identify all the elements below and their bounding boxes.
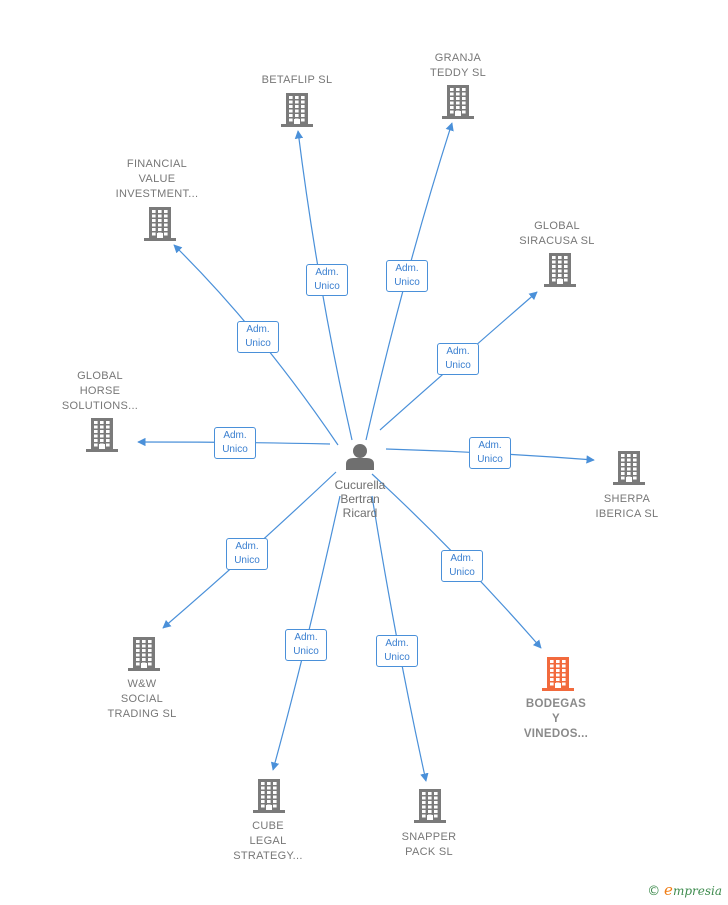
company-name-line: HORSE [79, 385, 121, 397]
person-name-line: Cucurella [334, 478, 386, 492]
company-name-line: BETAFLIP SL [261, 74, 333, 86]
edge-label-snapper-pack[interactable]: Adm. Unico [376, 635, 418, 667]
edge-label-granja-teddy[interactable]: Adm. Unico [386, 260, 428, 292]
edge-label-line: Unico [394, 277, 420, 288]
edge-label-bodegas[interactable]: Adm. Unico [441, 550, 483, 582]
building-icon-cube-legal[interactable] [253, 779, 285, 813]
company-name-line: IBERICA SL [595, 508, 659, 520]
company-label-betaflip[interactable]: BETAFLIP SL [227, 73, 367, 88]
company-label-snapper-pack[interactable]: SNAPPER PACK SL [359, 830, 499, 860]
edge-label-line: Adm. [385, 638, 409, 649]
edge-label-line: Adm. [450, 553, 474, 564]
edge-label-sherpa-iberica[interactable]: Adm. Unico [469, 437, 511, 469]
edge-label-line: Unico [314, 281, 340, 292]
company-label-ww-social[interactable]: W&W SOCIAL TRADING SL [72, 677, 212, 722]
company-name-line: GRANJA [434, 52, 482, 64]
edge-label-line: Unico [222, 444, 248, 455]
edge-label-cube-legal[interactable]: Adm. Unico [285, 629, 327, 661]
company-label-financial-value[interactable]: FINANCIAL VALUE INVESTMENT... [87, 157, 227, 202]
company-name-line: STRATEGY... [233, 850, 303, 862]
building-icon-financial-value[interactable] [144, 207, 176, 241]
company-name-line: Y [552, 713, 560, 725]
company-name-line: INVESTMENT... [115, 188, 199, 200]
edge-label-global-siracusa[interactable]: Adm. Unico [437, 343, 479, 375]
brand-name: mpresia [672, 884, 722, 898]
company-name-line: TRADING SL [107, 708, 177, 720]
person-icon[interactable] [346, 444, 374, 470]
edge-label-line: Unico [384, 652, 410, 663]
edge-label-ww-social[interactable]: Adm. Unico [226, 538, 268, 570]
building-icon-global-horse[interactable] [86, 418, 118, 452]
company-name-line: SNAPPER [401, 831, 457, 843]
company-name-line: SOLUTIONS... [61, 400, 139, 412]
company-label-bodegas[interactable]: BODEGAS Y VINEDOS... [486, 697, 626, 742]
edge-label-line: Adm. [395, 263, 419, 274]
company-name-line: CUBE [252, 820, 284, 832]
company-name-line: TEDDY SL [430, 67, 486, 79]
company-name-line: VALUE [138, 173, 176, 185]
copyright-symbol: © [647, 884, 661, 899]
edge-label-line: Adm. [315, 267, 339, 278]
company-label-sherpa-iberica[interactable]: SHERPA IBERICA SL [557, 492, 697, 522]
company-name-line: W&W [127, 678, 157, 690]
edge-label-line: Adm. [246, 324, 270, 335]
brand-initial: e [664, 881, 673, 899]
edge-label-line: Unico [445, 360, 471, 371]
person-name-line: Ricard [342, 506, 378, 520]
edge-label-line: Unico [234, 555, 260, 566]
company-label-global-siracusa[interactable]: GLOBAL SIRACUSA SL [487, 219, 627, 249]
building-icon-ww-social[interactable] [128, 637, 160, 671]
edge-label-betaflip[interactable]: Adm. Unico [306, 264, 348, 296]
edge-label-line: Adm. [446, 346, 470, 357]
edge-label-line: Adm. [478, 440, 502, 451]
edge-label-line: Unico [245, 338, 271, 349]
company-name-line: PACK SL [405, 846, 453, 858]
company-name-line: BODEGAS [525, 698, 587, 710]
building-icon-sherpa-iberica[interactable] [613, 451, 645, 485]
company-name-line: GLOBAL [77, 370, 123, 382]
person-name-line: Bertran [340, 492, 380, 506]
company-label-global-horse[interactable]: GLOBAL HORSE SOLUTIONS... [30, 369, 170, 414]
company-label-cube-legal[interactable]: CUBE LEGAL STRATEGY... [198, 819, 338, 864]
building-icon-granja-teddy[interactable] [442, 85, 474, 119]
company-name-line: VINEDOS... [523, 728, 589, 740]
company-name-line: SIRACUSA SL [519, 235, 595, 247]
building-icon-snapper-pack[interactable] [414, 789, 446, 823]
edge-label-line: Unico [477, 454, 503, 465]
company-name-line: LEGAL [249, 835, 287, 847]
building-icon-global-siracusa[interactable] [544, 253, 576, 287]
building-icon-betaflip[interactable] [281, 93, 313, 127]
company-name-line: GLOBAL [534, 220, 580, 232]
edge-label-financial-value[interactable]: Adm. Unico [237, 321, 279, 353]
brand-logo: © empresia [647, 881, 722, 899]
edge-label-line: Adm. [294, 632, 318, 643]
edge-label-line: Unico [449, 567, 475, 578]
edge-label-line: Adm. [223, 430, 247, 441]
company-label-granja-teddy[interactable]: GRANJA TEDDY SL [388, 51, 528, 81]
edge-label-line: Unico [293, 646, 319, 657]
company-name-line: SOCIAL [120, 693, 164, 705]
building-icon-bodegas[interactable] [542, 657, 574, 691]
edge-label-global-horse[interactable]: Adm. Unico [214, 427, 256, 459]
edge-label-line: Adm. [235, 541, 259, 552]
company-name-line: FINANCIAL [126, 158, 188, 170]
company-name-line: SHERPA [603, 493, 651, 505]
